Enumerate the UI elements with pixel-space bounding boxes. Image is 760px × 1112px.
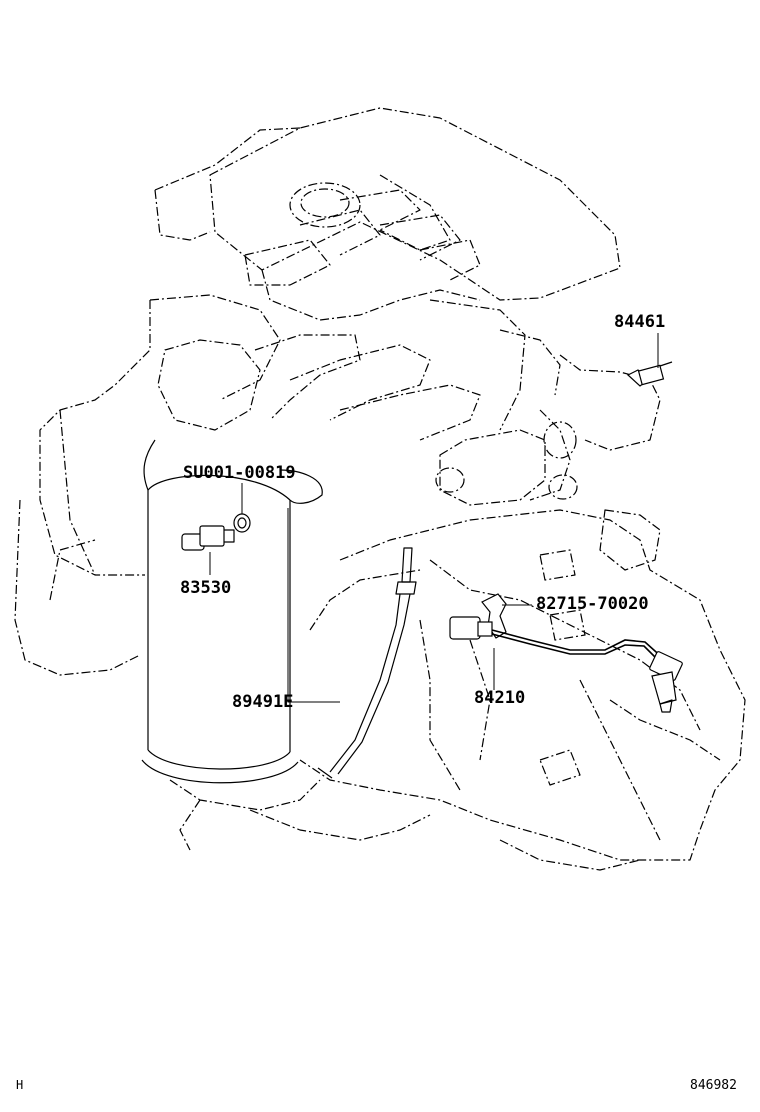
harness-84210: [449, 616, 683, 713]
leader-lines: [209, 333, 659, 703]
engine-outline: [14, 107, 746, 871]
illustration-number: 846982: [690, 1078, 737, 1093]
label-89491e: 89491E: [232, 692, 293, 712]
oil-filter: [141, 439, 323, 784]
corner-code-left: H: [16, 1078, 24, 1092]
label-84461: 84461: [614, 312, 665, 332]
dipstick-tube: [317, 547, 417, 779]
label-su001-00819: SU001-00819: [183, 463, 296, 483]
gasket-su001: [233, 513, 251, 533]
label-82715-70020: 82715-70020: [536, 594, 649, 614]
switch-83530: [181, 525, 235, 551]
bracket-82715: [481, 593, 507, 639]
sensor-84461: [626, 361, 673, 387]
label-83530: 83530: [180, 578, 231, 598]
label-84210: 84210: [474, 688, 525, 708]
